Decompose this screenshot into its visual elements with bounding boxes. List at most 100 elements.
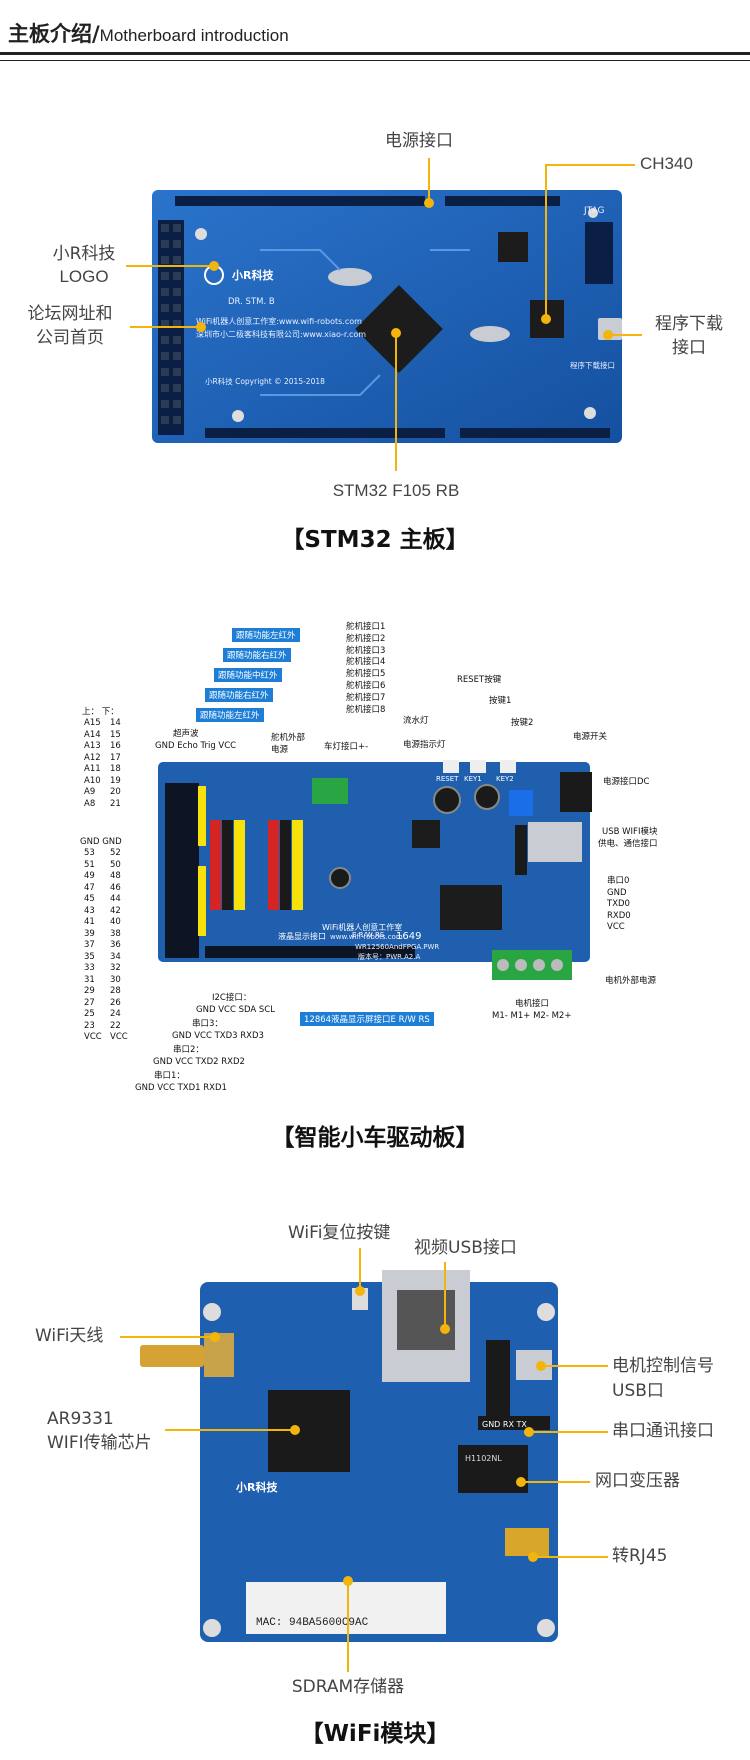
drive-silk-url: www.wifi-robots.com	[330, 933, 403, 941]
side-pin-pin-left: 23	[84, 1020, 95, 1031]
title-en: Motherboard introduction	[99, 26, 289, 45]
leader-wifi-reset	[359, 1248, 361, 1290]
top-pin-pin-right: 18	[110, 764, 121, 774]
servo-tag-3: 舵机接口3	[346, 645, 386, 656]
label-chip-2: WIFI传输芯片	[47, 1433, 152, 1453]
wifi-silk-brand: 小R科技	[236, 1481, 278, 1494]
label-power-led: 电源指示灯	[403, 740, 446, 750]
top-pin-pin-right: 19	[110, 775, 121, 786]
label-power-port: 电源接口	[385, 131, 453, 151]
side-pin-pin-right: 46	[110, 882, 121, 893]
stm32-silk-download: 程序下载接口	[570, 361, 615, 370]
label-download-2: 接口	[672, 338, 706, 358]
wifi-board-illustration	[140, 1270, 558, 1642]
label-uart3-pins: GND VCC TXD3 RXD3	[172, 1031, 264, 1041]
side-pin-pin-left: 43	[84, 905, 95, 916]
label-motor-signal-1: 电机控制信号	[612, 1356, 714, 1376]
servo-tag-2: 舵机接口2	[346, 633, 386, 644]
side-pin-pin-left: 53	[84, 848, 95, 858]
leader-usb-video	[444, 1262, 446, 1328]
side-pin-row: 47 46	[84, 883, 128, 895]
label-flow-light: 流水灯	[403, 716, 429, 726]
servo-tag-list: 舵机接口1 舵机接口2 舵机接口3 舵机接口4 舵机接口5 舵机接口6 舵机接口…	[346, 622, 385, 716]
label-uart2-pins: GND VCC TXD2 RXD2	[153, 1057, 245, 1067]
side-pin-pin-right: 44	[110, 894, 121, 904]
leader-dot-rj45	[528, 1552, 538, 1562]
top-pin-pin-left: A10	[84, 775, 101, 786]
servo-tag-7: 舵机接口7	[346, 692, 386, 703]
leader-download	[608, 334, 642, 336]
serial0-gnd: GND	[607, 887, 627, 898]
leader-forum	[130, 326, 200, 328]
serial0-vcc: VCC	[607, 922, 625, 932]
leader-power	[428, 158, 430, 202]
side-pin-head: GND GND	[80, 837, 122, 847]
side-pin-pin-right: 52	[110, 848, 121, 858]
label-logo-2: LOGO	[59, 267, 109, 286]
serial0-txd: TXD0	[607, 899, 630, 909]
side-pin-pin-right: 26	[110, 997, 121, 1008]
leader-dot-transformer	[516, 1477, 526, 1487]
side-pin-pin-left: 27	[84, 997, 95, 1008]
side-pin-pin-left: VCC	[84, 1032, 102, 1042]
drive-silk-ers: E R/W RS	[352, 931, 385, 939]
leader-dot-logo	[209, 261, 219, 271]
label-ultrasonic-pins: GND Echo Trig VCC	[155, 741, 237, 751]
label-motor-signal-2: USB口	[612, 1381, 664, 1401]
leader-dot-power	[424, 198, 434, 208]
side-pin-row: 33 32	[84, 963, 128, 975]
page-title: 主板介绍/Motherboard introduction	[8, 18, 289, 48]
servo-tag-4: 舵机接口4	[346, 657, 386, 668]
side-pin-pin-left: 35	[84, 951, 95, 962]
side-pin-pin-left: 47	[84, 882, 95, 893]
label-download-1: 程序下载	[655, 314, 723, 334]
title-cn: 主板介绍	[8, 22, 92, 46]
side-pin-pin-left: 39	[84, 928, 95, 939]
label-power-switch: 电源开关	[573, 732, 608, 742]
drive-silk-key2: KEY2	[496, 775, 514, 783]
label-servo-power: 舵机外部电源	[271, 733, 306, 755]
label-key1: 按键1	[489, 696, 512, 706]
leader-dot-wifi-reset	[355, 1286, 365, 1296]
label-wifi-reset: WiFi复位按键	[288, 1223, 391, 1243]
leader-dot-antenna	[210, 1332, 220, 1342]
side-pin-pin-right: 32	[110, 963, 121, 973]
leader-dot-usb-video	[440, 1324, 450, 1334]
stm32-silk-studio: WiFi机器人创意工作室:www.wifi-robots.com	[196, 317, 362, 326]
side-pin-pin-left: 33	[84, 963, 95, 973]
label-ch340: CH340	[640, 154, 693, 173]
label-usb-video: 视频USB接口	[414, 1238, 517, 1258]
wifi-silk-chip: H1102NL	[465, 1454, 502, 1463]
side-pin-row: 53 52	[84, 848, 128, 860]
side-pin-row: 27 26	[84, 998, 128, 1010]
drive-silk-studio: WiFi机器人创意工作室	[322, 923, 403, 932]
top-pin-pin-left: A15	[84, 718, 101, 728]
label-motor-power: 电机外部电源	[605, 976, 657, 986]
leader-dot-forum	[196, 322, 206, 332]
drive-silk-key1: KEY1	[464, 775, 482, 783]
label-car-light: 车灯接口+-	[324, 742, 369, 752]
drive-silk-1649: 1649	[396, 931, 422, 942]
side-pin-pin-right: 50	[110, 859, 121, 870]
top-pin-pin-left: A13	[84, 741, 101, 751]
leader-sdram	[347, 1580, 349, 1672]
side-pin-pin-left: 29	[84, 986, 95, 996]
top-pin-row: A10 19	[84, 776, 121, 788]
serial0-rxd: RXD0	[607, 910, 631, 921]
leader-dot-chip	[290, 1425, 300, 1435]
top-pin-pin-left: A11	[84, 764, 101, 774]
